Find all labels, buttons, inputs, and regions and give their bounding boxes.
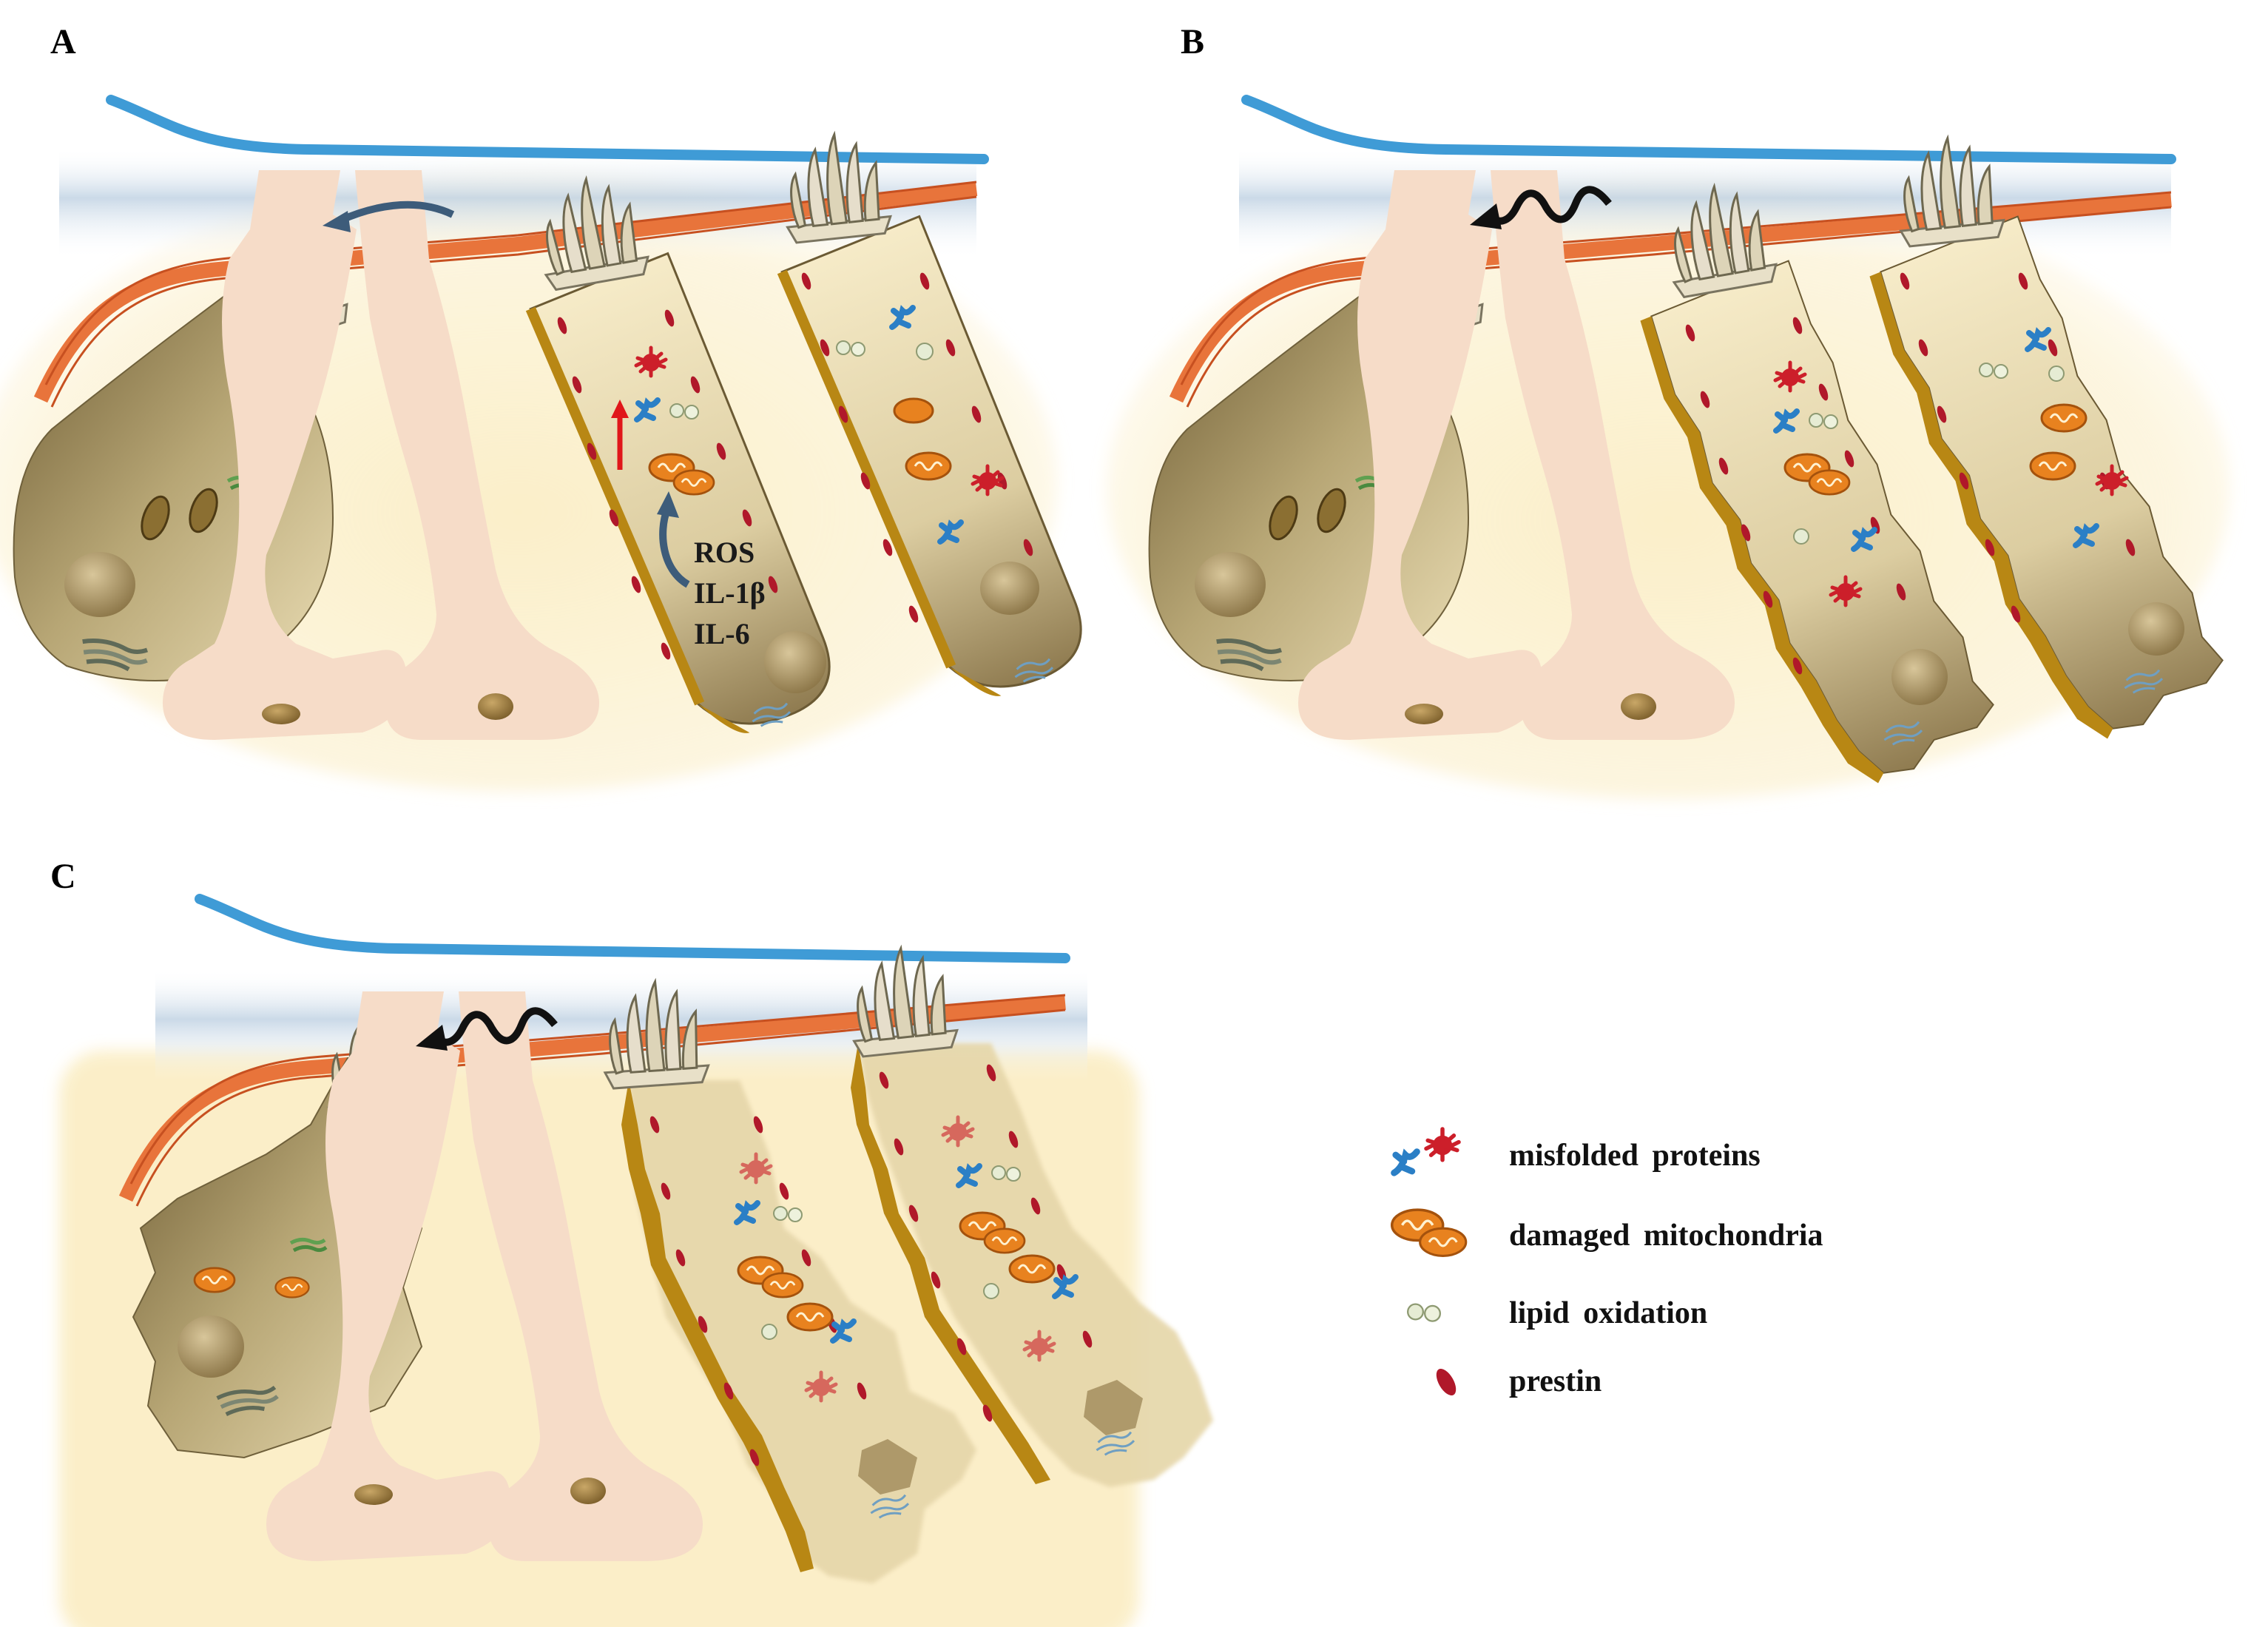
cytokine-il6: IL-6 [694, 617, 750, 650]
legend-item-lipid: lipid oxidation [1407, 1296, 1707, 1330]
deiters-nucleus [64, 552, 135, 617]
panel-b: B [1106, 22, 2235, 805]
tectorial-membrane [106, 95, 989, 164]
bundle-a2 [777, 128, 894, 245]
panel-letter-a: A [50, 22, 76, 61]
misfolded-protein-icon [1394, 1129, 1459, 1173]
lipid-droplet-icon [1407, 1303, 1441, 1322]
panel-letter-b: B [1181, 22, 1204, 61]
prestin-icon [1436, 1368, 1457, 1396]
wavy-arrow-icon-c [416, 1007, 558, 1051]
legend-label-lipid: lipid oxidation [1509, 1296, 1707, 1330]
panel-a: ROS IL-1β IL-6 A [0, 22, 1097, 792]
panel-c: C [50, 857, 1213, 1627]
cytokine-il1b: IL-1β [694, 576, 766, 610]
legend-item-prestin: prestin [1436, 1364, 1602, 1398]
flow-arrow-icon [323, 201, 455, 232]
fiber-bundle [118, 995, 1066, 1202]
tectorial-membrane [1241, 95, 2176, 164]
legend-label-mitochondria: damaged mitochondria [1509, 1219, 1823, 1253]
fiber-bundle [1169, 192, 2172, 403]
legend-item-mitochondria: damaged mitochondria [1392, 1210, 1823, 1256]
legend-label-misfolded: misfolded proteins [1509, 1139, 1761, 1173]
tectorial-membrane [195, 894, 1070, 963]
ros-arrow-icon [657, 491, 690, 588]
panel-letter-c: C [50, 857, 76, 896]
mitochondria-icon [1392, 1210, 1466, 1256]
cytokine-ros: ROS [694, 536, 755, 569]
wavy-arrow-icon [1470, 186, 1612, 229]
increase-arrow-icon [611, 400, 629, 470]
fiber-bundle [33, 181, 978, 403]
legend: misfolded proteins damaged mitochondria … [1392, 1129, 1823, 1398]
legend-item-misfolded: misfolded proteins [1394, 1129, 1761, 1173]
legend-label-prestin: prestin [1509, 1364, 1602, 1398]
